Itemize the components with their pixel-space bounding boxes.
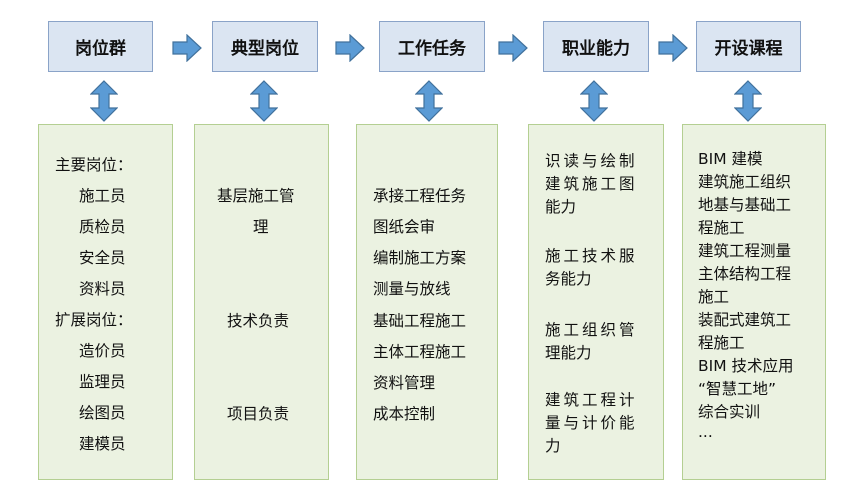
- header-label: 岗位群: [75, 39, 126, 59]
- list-item: 主体工程施工: [373, 343, 467, 361]
- list-item: 编制施工方案: [373, 249, 467, 267]
- up-down-arrow-icon: [580, 80, 608, 122]
- course-line: 程施工: [698, 334, 745, 352]
- list-item: 造价员: [79, 342, 126, 360]
- course-line: ...: [698, 423, 713, 441]
- typical-job-line: 基层施工管: [217, 187, 295, 205]
- list-item: 测量与放线: [373, 280, 451, 298]
- list-item: 资料员: [79, 280, 126, 298]
- header-box-ability: 职业能力: [543, 21, 649, 72]
- panel-course: BIM 建模 建筑施工组织 地基与基础工 程施工 建筑工程测量 主体结构工程 施…: [682, 124, 826, 480]
- right-arrow-icon: [658, 34, 688, 62]
- ability-line: 量与计价能: [545, 414, 638, 432]
- panel-typical-job: 基层施工管 理 技术负责 项目负责: [194, 124, 329, 480]
- list-item: 资料管理: [373, 374, 436, 392]
- ability-line: 建筑施工图: [545, 175, 638, 193]
- main-jobs-title: 主要岗位：: [55, 156, 133, 174]
- list-item: 成本控制: [373, 405, 436, 423]
- list-item: 质检员: [79, 218, 126, 236]
- header-label: 典型岗位: [231, 39, 299, 59]
- panel-ability: 识读与绘制 建筑施工图 能力 施工技术服 务能力 施工组织管 理能力 建筑工程计…: [528, 124, 664, 480]
- ability-line: 能力: [545, 198, 577, 216]
- right-arrow-icon: [335, 34, 365, 62]
- header-label: 职业能力: [562, 39, 630, 59]
- right-arrow-icon: [172, 34, 202, 62]
- course-line: 综合实训: [698, 403, 761, 421]
- list-item: 承接工程任务: [373, 187, 467, 205]
- course-line: “智慧工地”: [698, 380, 777, 398]
- panel-job-group: 主要岗位： 施工员 质检员 安全员 资料员 扩展岗位： 造价员 监理员 绘图员 …: [38, 124, 173, 480]
- up-down-arrow-icon: [90, 80, 118, 122]
- ability-line: 建筑工程计: [545, 391, 638, 409]
- ability-line: 施工技术服: [545, 247, 638, 265]
- header-label: 开设课程: [714, 39, 783, 59]
- typical-job-line: 理: [253, 218, 269, 236]
- extended-jobs-title: 扩展岗位：: [55, 311, 133, 329]
- list-item: 绘图员: [79, 404, 126, 422]
- list-item: 基础工程施工: [373, 312, 467, 330]
- ability-line: 务能力: [545, 270, 592, 288]
- list-item: 监理员: [79, 373, 126, 391]
- typical-job-line: 项目负责: [227, 405, 290, 423]
- up-down-arrow-icon: [250, 80, 278, 122]
- header-box-course: 开设课程: [696, 21, 801, 72]
- course-line: BIM 技术应用: [698, 357, 794, 375]
- course-line: 建筑施工组织: [698, 173, 792, 191]
- course-line: 地基与基础工: [698, 196, 792, 214]
- up-down-arrow-icon: [734, 80, 762, 122]
- right-arrow-icon: [498, 34, 528, 62]
- up-down-arrow-icon: [415, 80, 443, 122]
- panel-work-task: 承接工程任务 图纸会审 编制施工方案 测量与放线 基础工程施工 主体工程施工 资…: [356, 124, 498, 480]
- header-box-job-group: 岗位群: [48, 21, 153, 72]
- course-line: 主体结构工程: [698, 265, 792, 283]
- typical-job-line: 技术负责: [227, 312, 290, 330]
- ability-line: 力: [545, 437, 561, 455]
- header-box-work-task: 工作任务: [379, 21, 485, 72]
- ability-line: 施工组织管: [545, 321, 638, 339]
- list-item: 图纸会审: [373, 218, 436, 236]
- ability-line: 识读与绘制: [545, 152, 638, 170]
- list-item: 安全员: [79, 249, 126, 267]
- course-line: 装配式建筑工: [698, 311, 792, 329]
- header-box-typical-job: 典型岗位: [212, 21, 318, 72]
- course-line: 程施工: [698, 219, 745, 237]
- course-line: 施工: [698, 288, 730, 306]
- course-line: BIM 建模: [698, 150, 763, 168]
- course-line: 建筑工程测量: [698, 242, 792, 260]
- list-item: 施工员: [79, 187, 126, 205]
- header-label: 工作任务: [398, 39, 466, 59]
- list-item: 建模员: [79, 435, 126, 453]
- ability-line: 理能力: [545, 344, 592, 362]
